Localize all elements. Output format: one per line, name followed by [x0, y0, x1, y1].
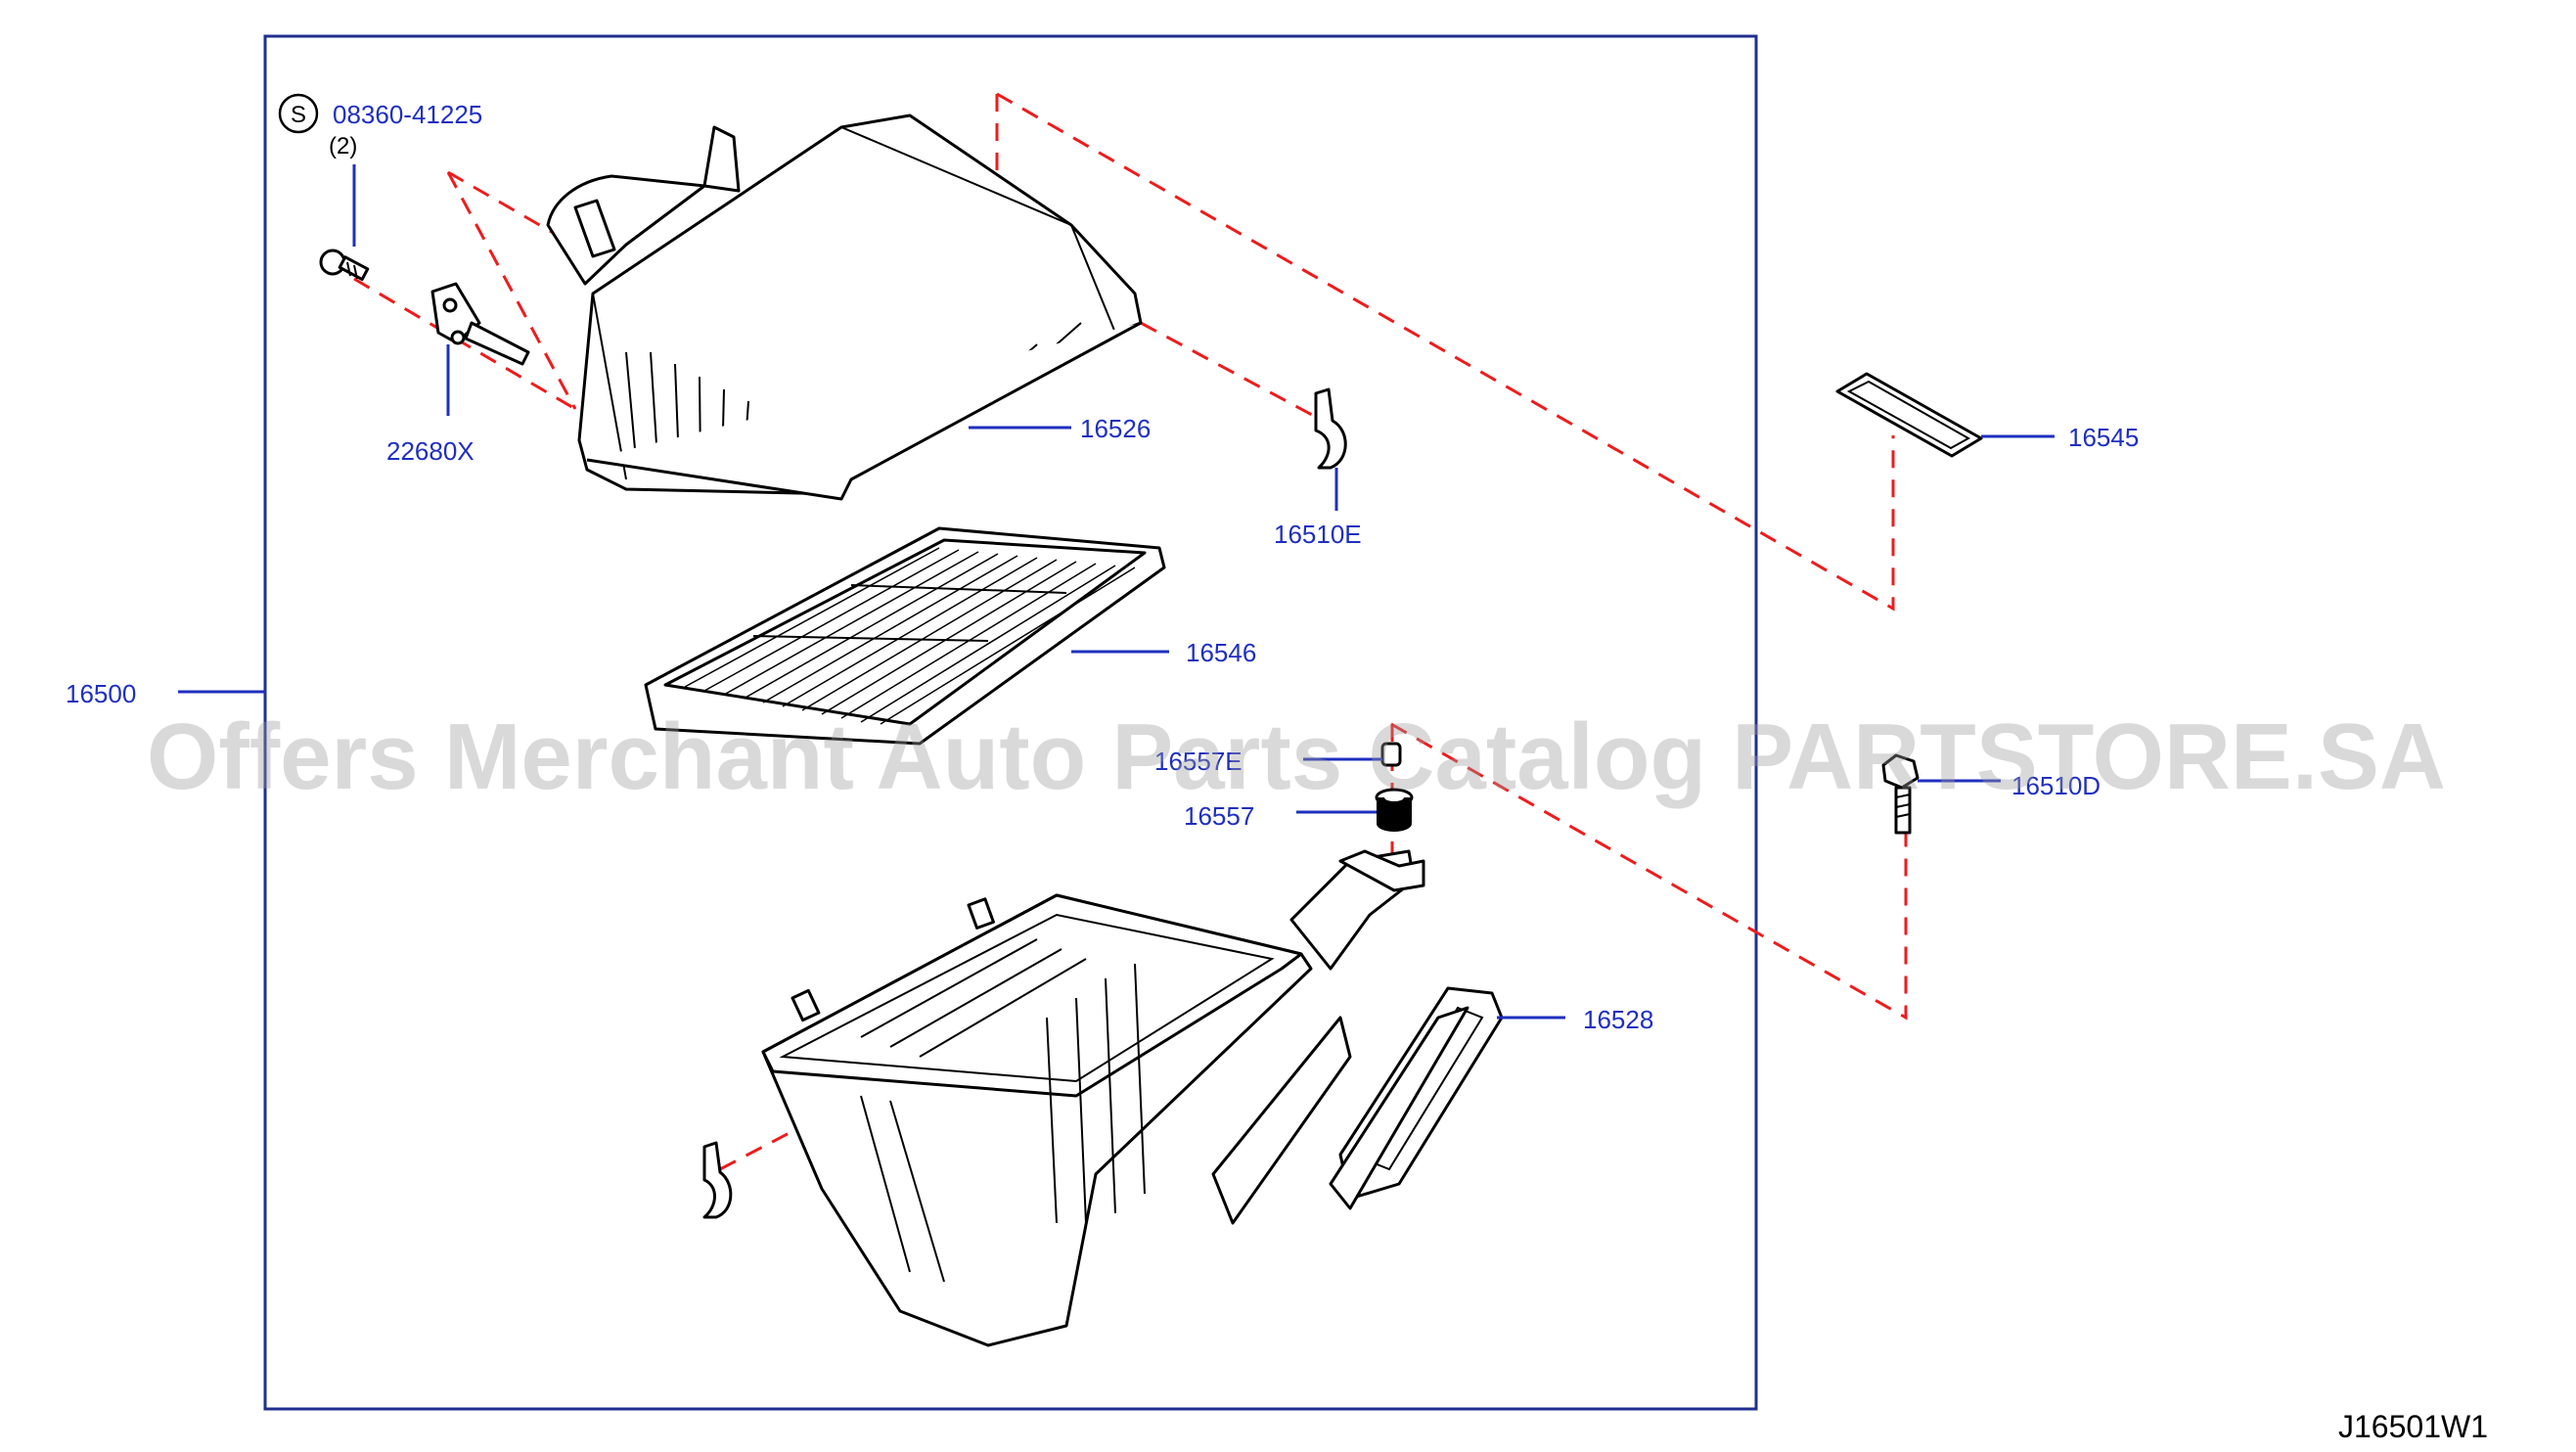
assembly-frame: [263, 34, 1758, 1411]
callout-leaders: [178, 164, 2055, 1020]
grommet-part: [1375, 788, 1414, 832]
bolt-part: [1881, 753, 1920, 835]
lower-clip-part: [702, 1141, 733, 1219]
lower-box-part: [761, 849, 1425, 1347]
callout-screw[interactable]: 08360-41225: [333, 100, 482, 129]
sensor-part: [430, 282, 530, 366]
callout-grommet[interactable]: 16557: [1184, 801, 1254, 831]
callout-cover[interactable]: 16526: [1080, 414, 1151, 443]
screw-part: [319, 249, 370, 282]
seal-part: [1835, 372, 1983, 458]
clip-e-part: [1314, 387, 1347, 470]
callout-sensor[interactable]: 22680X: [386, 436, 475, 466]
callout-assembly[interactable]: 16500: [66, 679, 136, 708]
callout-bolt[interactable]: 16510D: [2011, 771, 2101, 800]
grommet-e-part: [1380, 742, 1402, 767]
callout-clip-e[interactable]: 16510E: [1274, 520, 1362, 549]
screw-quantity: (2): [329, 133, 357, 159]
callout-grommet-upper[interactable]: 16557E: [1154, 747, 1243, 776]
air-filter-part: [644, 526, 1166, 746]
svg-text:S: S: [291, 102, 306, 128]
callout-seal[interactable]: 16545: [2068, 423, 2139, 452]
diagram-reference-code: J16501W1: [2338, 1409, 2488, 1444]
watermark: Offers Merchant Auto Parts Catalog PARTS…: [147, 704, 2446, 809]
callout-duct[interactable]: 16528: [1583, 1005, 1653, 1034]
upper-cover-part: [546, 113, 1143, 501]
duct-part: [1329, 986, 1504, 1210]
screw-symbol: S: [278, 93, 319, 134]
callout-filter[interactable]: 16546: [1186, 638, 1256, 667]
